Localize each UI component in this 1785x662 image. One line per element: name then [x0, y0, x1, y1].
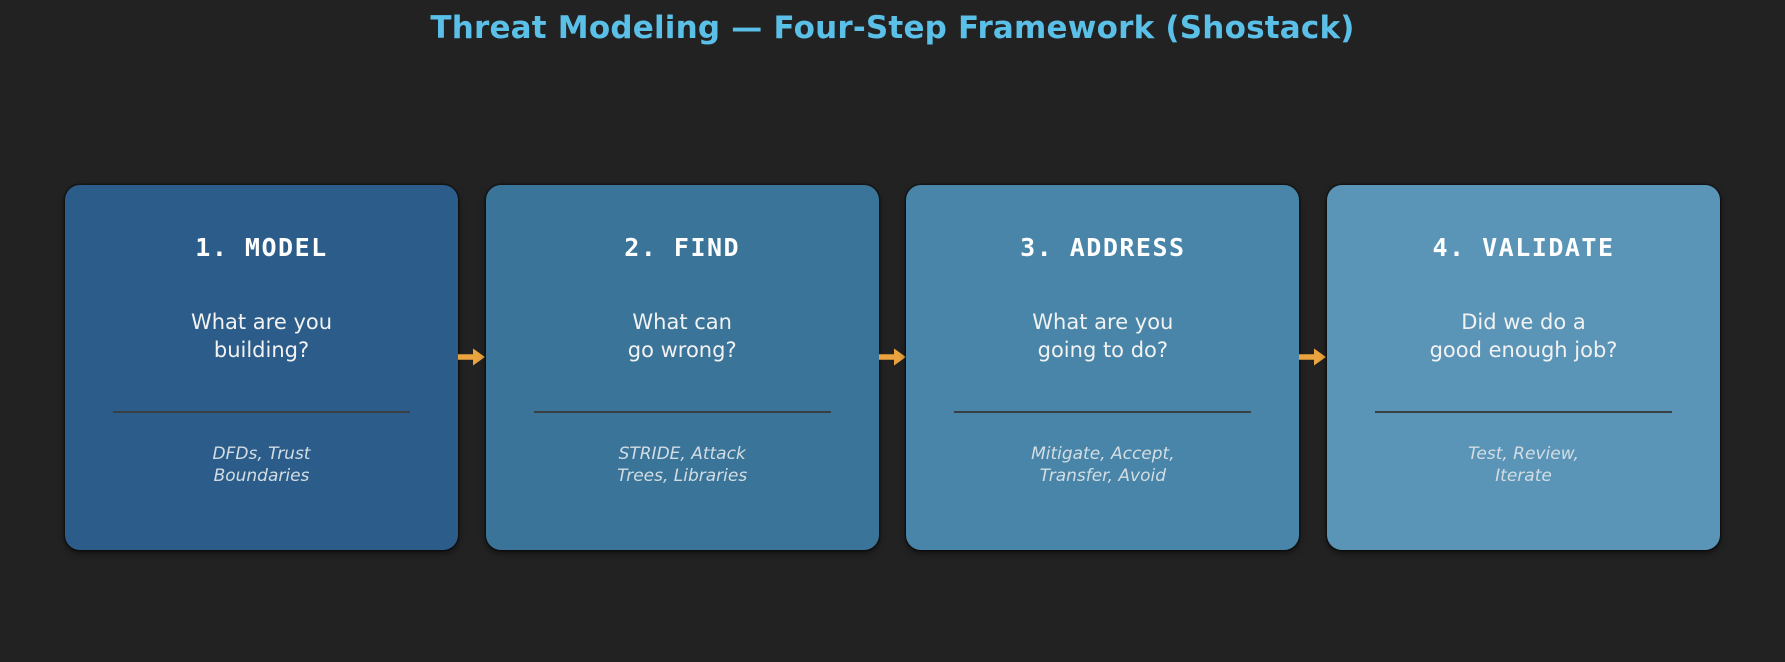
step-footnote-line-2: Iterate	[1495, 466, 1552, 487]
step-question-line-2: going to do?	[1037, 337, 1169, 362]
connector-slot-2	[878, 185, 907, 550]
step-question-line-2: building?	[213, 337, 310, 362]
step-heading: 4. VALIDATE	[1432, 233, 1615, 262]
step-question-line-1: What are you	[190, 310, 333, 334]
step-footnote-line-2: Trees, Libraries	[617, 466, 748, 487]
step-footnote: DFDs, Trust Boundaries	[91, 443, 432, 488]
step-footnote-line-2: Transfer, Avoid	[1039, 466, 1167, 487]
arrow-right-icon	[457, 348, 485, 366]
step-heading: 1. MODEL	[195, 233, 328, 262]
step-footnote-line-2: Boundaries	[213, 466, 310, 487]
step-footnote: Mitigate, Accept, Transfer, Avoid	[932, 443, 1273, 488]
step-footnote-line-1: STRIDE, Attack	[618, 444, 746, 464]
step-question: What are you building?	[191, 309, 332, 364]
four-step-flow: 1. MODEL What are you building? DFDs, Tr…	[65, 185, 1721, 550]
step-question-line-2: go wrong?	[627, 337, 737, 362]
card-divider	[533, 411, 831, 413]
step-card-address[interactable]: 3. ADDRESS What are you going to do? Mit…	[906, 185, 1300, 550]
step-footnote-line-1: Mitigate, Accept,	[1031, 444, 1175, 464]
step-heading: 2. FIND	[624, 233, 741, 262]
step-footnote-line-1: Test, Review,	[1468, 444, 1579, 464]
connector-slot-1	[457, 185, 486, 550]
step-question-line-2: good enough job?	[1429, 337, 1618, 362]
step-card-validate[interactable]: 4. VALIDATE Did we do a good enough job?…	[1327, 185, 1721, 550]
card-divider	[954, 411, 1252, 413]
page-title: Threat Modeling — Four-Step Framework (S…	[430, 10, 1355, 46]
step-footnote: STRIDE, Attack Trees, Libraries	[512, 443, 853, 488]
step-question-line-1: What are you	[1032, 310, 1174, 334]
step-question: What are you going to do?	[1032, 309, 1173, 364]
step-question-line-1: Did we do a	[1461, 310, 1586, 334]
step-question: What can go wrong?	[628, 309, 737, 364]
card-divider	[1375, 411, 1673, 413]
step-footnote: Test, Review, Iterate	[1353, 443, 1694, 488]
arrow-right-icon	[878, 348, 906, 366]
card-divider	[113, 411, 410, 413]
step-card-find[interactable]: 2. FIND What can go wrong? STRIDE, Attac…	[485, 185, 879, 550]
step-footnote-line-1: DFDs, Trust	[212, 444, 311, 464]
step-question: Did we do a good enough job?	[1430, 309, 1618, 364]
connector-slot-3	[1299, 185, 1327, 550]
step-card-model[interactable]: 1. MODEL What are you building? DFDs, Tr…	[65, 185, 458, 550]
arrow-right-icon	[1299, 348, 1327, 366]
step-question-line-1: What can	[632, 310, 732, 334]
step-heading: 3. ADDRESS	[1020, 233, 1186, 262]
